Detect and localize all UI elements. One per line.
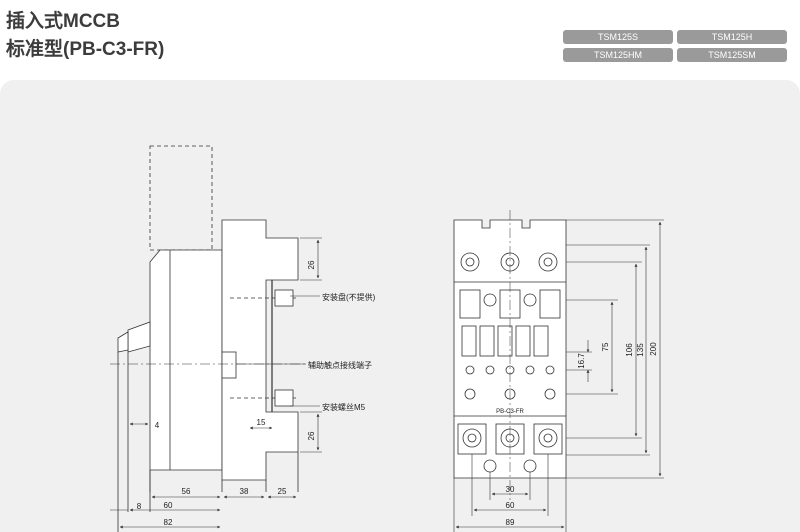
- lower-stud: [274, 389, 294, 407]
- dim-82: 82: [164, 518, 173, 527]
- dim-bottom-26: 26: [307, 431, 316, 440]
- callout-aux-terminal: 辅助触点接线端子: [308, 360, 372, 370]
- callout-mounting-screw: 安装螺丝M5: [322, 402, 366, 412]
- dim-89: 89: [506, 518, 515, 527]
- dim-135: 135: [636, 343, 645, 357]
- dim-8: 8: [137, 502, 142, 511]
- title-line-2: 标准型(PB-C3-FR): [6, 39, 165, 60]
- dim-200: 200: [649, 342, 658, 356]
- model-badge-tsm125h[interactable]: TSM125H: [677, 30, 787, 44]
- upper-stud: [274, 289, 294, 307]
- dim-56: 56: [182, 487, 191, 496]
- front-dimension-lines: [453, 219, 664, 532]
- model-badge-tsm125s[interactable]: TSM125S: [563, 30, 673, 44]
- model-badge-tsm125sm[interactable]: TSM125SM: [677, 48, 787, 62]
- dim-75: 75: [601, 342, 610, 351]
- bottom-terminal-row: [457, 423, 563, 473]
- dim-106: 106: [625, 343, 634, 357]
- front-view: [453, 210, 567, 500]
- front-dimension-labels: PB-C3-FR 16.7 75 106 200 30 60 89: [496, 342, 658, 527]
- dim-38: 38: [240, 487, 249, 496]
- aux-terminal-block: [221, 351, 237, 379]
- top-terminal-row: [460, 252, 558, 272]
- callout-mounting-plate: 安装盘(不提供): [322, 292, 376, 302]
- title-line-1: 插入式MCCB: [6, 11, 120, 32]
- dim-25: 25: [278, 487, 287, 496]
- front-model-label: PB-C3-FR: [496, 409, 524, 415]
- side-dimension-lines: [110, 237, 322, 529]
- model-badges: TSM125S TSM125H TSM125HM TSM125SM: [563, 30, 793, 62]
- side-view: [110, 145, 310, 532]
- slot-bars: [461, 325, 549, 357]
- model-badge-tsm125hm[interactable]: TSM125HM: [563, 48, 673, 62]
- small-terminal-row: [464, 365, 556, 400]
- breaker-handle-tip: [117, 331, 129, 353]
- dim-60-front: 60: [506, 501, 515, 510]
- dim-60-side: 60: [164, 501, 173, 510]
- drawing-panel: [0, 80, 800, 532]
- dim-15: 15: [257, 418, 266, 427]
- dim-top-26: 26: [307, 260, 316, 269]
- dim-30: 30: [506, 485, 515, 494]
- dim-4: 4: [155, 421, 160, 430]
- side-dimension-labels: 26 26 4 15 56 38 25 8 60 82 安装盘(不提供) 辅助触…: [137, 260, 376, 527]
- dim-16-7: 16.7: [577, 353, 586, 369]
